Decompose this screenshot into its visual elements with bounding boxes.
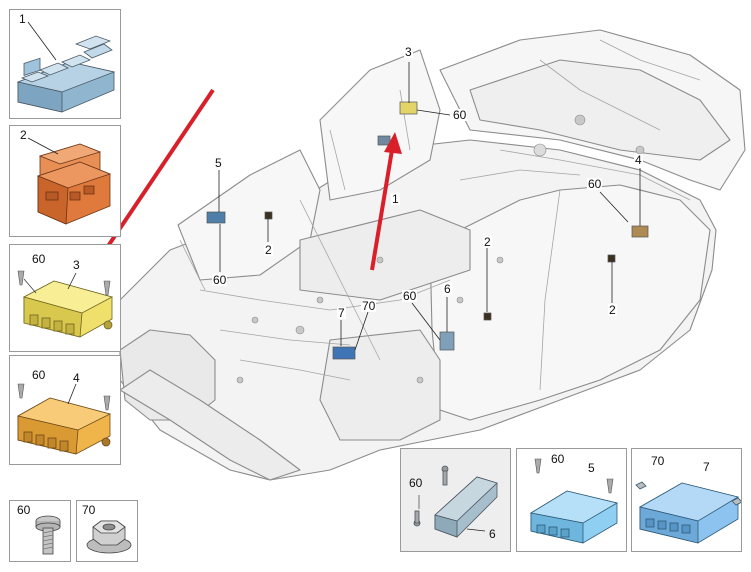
callout-3-top: 3 [404,45,413,59]
control-module-3-icon [17,270,114,338]
installed-module-6 [439,331,455,351]
legend-panel-part-1: 1 [9,9,121,119]
callout-7-legend: 7 [703,460,710,474]
legend-panel-part-3: 60 3 [9,244,121,352]
callout-60-legend-p4: 60 [32,368,46,382]
callout-6-legend: 6 [489,527,496,541]
control-unit-icon [27,137,112,225]
control-module-6-icon [413,465,498,538]
callout-4-legend: 4 [73,371,80,385]
control-module-5-icon [529,458,619,544]
installed-module-4 [631,225,649,238]
installed-switch-1 [377,135,391,146]
callout-2-legend: 2 [20,128,27,142]
callout-60-legend-p6: 60 [409,476,423,490]
control-module-7-icon [635,481,741,544]
legend-panel-part-7: 70 7 [631,448,742,552]
legend-panel-part-5: 60 5 [516,448,627,552]
callout-60-mid: 60 [402,289,418,303]
callout-70-fastener: 70 [82,503,96,517]
nut-icon [86,520,132,554]
installed-module-3 [399,101,418,115]
installed-switch-2-right [607,254,616,263]
screw-icon [35,515,61,555]
callout-4: 4 [634,153,643,167]
callout-7: 7 [337,306,346,320]
callout-60-right: 60 [587,177,603,191]
callout-2-mid: 2 [483,235,492,249]
callout-60-left: 60 [212,273,228,287]
legend-panel-part-4: 60 4 [9,355,121,465]
legend-panel-screw-60: 60 [9,500,71,562]
legend-panel-part-2: 2 [9,125,121,237]
installed-module-7 [332,346,356,360]
callout-60-legend-p3: 60 [32,252,46,266]
callout-1-legend: 1 [19,12,26,26]
callout-1: 1 [391,192,400,206]
callout-3-legend: 3 [73,258,80,272]
legend-panel-part-6: 60 6 [400,448,511,552]
installed-module-5 [206,211,226,224]
legend-panel-nut-70: 70 [76,500,138,562]
callout-60-top: 60 [452,108,468,122]
callout-60-legend-p5: 60 [551,452,565,466]
red-arrow-icon [370,132,402,271]
callout-6: 6 [443,282,452,296]
callout-70-legend-p7: 70 [651,454,665,468]
callout-5: 5 [214,156,223,170]
window-switch-icon [16,21,116,113]
installed-switch-2-mid [483,312,492,321]
installed-switch-2-left [264,211,273,220]
callout-2-left: 2 [264,243,273,257]
control-module-4-icon [16,383,112,455]
callout-5-legend: 5 [588,461,595,475]
callout-60-fastener: 60 [17,503,31,517]
callout-2-right: 2 [608,303,617,317]
callout-70: 70 [361,299,377,313]
